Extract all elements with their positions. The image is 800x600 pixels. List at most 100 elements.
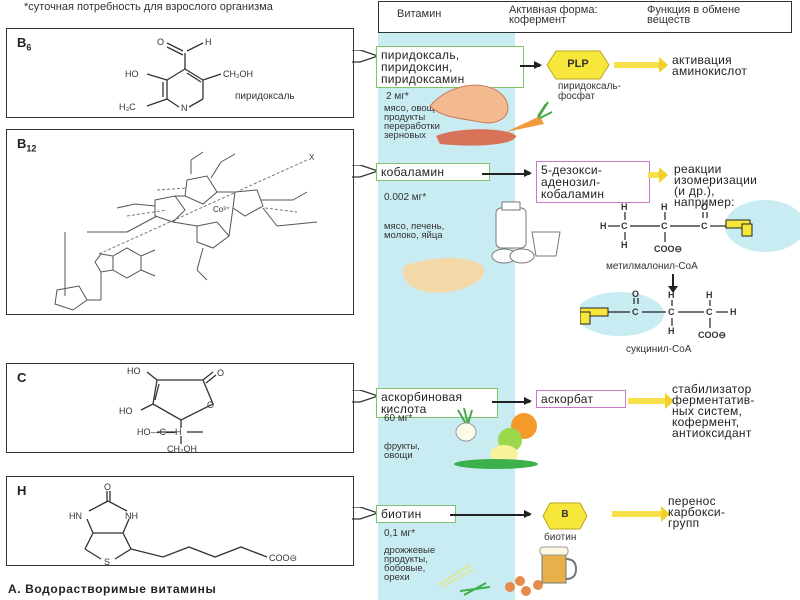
atom-c: C xyxy=(661,221,668,231)
coenzyme-caption-b6: пиридоксаль-фосфат xyxy=(558,81,621,102)
atom-h: H xyxy=(661,202,668,212)
panel-label-h: H xyxy=(17,483,27,498)
sources-c: фрукты,овощи xyxy=(384,441,420,461)
atom-h: H xyxy=(668,290,675,300)
coenzyme-caption-h: биотин xyxy=(544,532,577,543)
arrow-c-to-coenzyme xyxy=(492,398,532,404)
example-to-label: сукцинил-СоА xyxy=(626,344,692,355)
plp-badge xyxy=(546,50,610,80)
ring-oxygen: O xyxy=(207,400,214,410)
atom-h: H xyxy=(621,202,628,212)
panel-label-b12: B12 xyxy=(17,136,37,154)
methylmalonyl-coa-structure: H H C H H C O C COO⊖ xyxy=(600,200,800,254)
atom-h: H xyxy=(600,221,607,231)
atom-nh: NH xyxy=(125,511,138,521)
vitamin-form: кобаламин xyxy=(381,165,445,179)
header-function: Функция в обмене веществ xyxy=(647,4,741,26)
atom-s: S xyxy=(104,557,110,565)
vitamin-form: аскорбиновая xyxy=(381,390,463,404)
daily-dose-b12: 0.002 мг* xyxy=(384,192,427,203)
ligand-x: X xyxy=(309,153,315,162)
atom-h: H xyxy=(730,307,737,317)
biotin-structure: O HN NH S COO⊖ xyxy=(69,482,297,565)
structure-panel-c: C HO O HO O HO—C—H CH₂OH xyxy=(6,363,354,453)
sources-b12: мясо, печень,молоко, яйца xyxy=(384,221,445,241)
arrow-h-to-coenzyme xyxy=(450,511,532,517)
atom-o: O xyxy=(217,368,224,378)
atom-n: N xyxy=(181,103,188,113)
coenzyme-box-b12: 5-дезокси-аденозил-кобаламин xyxy=(536,161,650,203)
atom-ho: HO xyxy=(119,406,133,416)
vitamin-box-c: аскорбиновая кислота xyxy=(376,388,498,418)
succinyl-coa-structure: O C H C H H C H COO⊖ xyxy=(580,290,737,340)
atom-h: H xyxy=(706,290,713,300)
atom-ch2oh: CH₂OH xyxy=(223,69,253,79)
reaction-arrow xyxy=(672,274,674,288)
atom-hn: HN xyxy=(69,511,82,521)
atom-c: C xyxy=(632,307,639,317)
vitamin-form: пиридоксамин xyxy=(381,72,465,86)
yellow-arrow-b6 xyxy=(614,57,668,73)
atom-c: C xyxy=(701,221,708,231)
vitamin-column-background xyxy=(378,28,515,600)
daily-dose-h: 0,1 мг* xyxy=(384,528,416,539)
arrow-b12-to-coenzyme xyxy=(482,170,532,176)
structure-panel-b6: B6 O H HO CH₂OH H₃C N пиридоксаль xyxy=(6,28,354,118)
atom-h: H xyxy=(621,240,628,250)
vitamin-form: кислота xyxy=(381,402,427,416)
figure-title: А. Водорастворимые витамины xyxy=(8,582,217,596)
food-illustration-c xyxy=(454,408,538,469)
yellow-arrow-c xyxy=(628,393,674,409)
atom-ch2oh: CH₂OH xyxy=(167,444,197,452)
daily-dose-c: 60 мг* xyxy=(384,413,413,424)
coenzyme-badge-label-b6: PLP xyxy=(567,58,589,70)
vitamin-box-b12: кобаламин xyxy=(376,163,490,181)
atom-c: C xyxy=(706,307,713,317)
carboxylate: COO⊖ xyxy=(698,330,726,340)
atom-o: O xyxy=(701,202,708,212)
vitamin-form: пиридоксин, xyxy=(381,60,453,74)
atom-h3c: H₃C xyxy=(119,102,136,112)
daily-dose-b6: 2 мг* xyxy=(386,91,409,102)
structure-panel-b12: B12 Co³⁺ xyxy=(6,129,354,315)
carboxylate: COO⊖ xyxy=(269,553,297,563)
table-header: Витамин Активная форма: кофермент Функци… xyxy=(378,1,792,33)
atom-c: C xyxy=(621,221,628,231)
cobalamin-structure: Co³⁺ X xyxy=(54,151,318,311)
ascorbic-acid-structure: HO O HO O HO—C—H CH₂OH xyxy=(119,366,224,452)
carboxylate: COO⊖ xyxy=(654,244,682,254)
header-vitamin: Витамин xyxy=(397,8,442,20)
structure-name: пиридоксаль xyxy=(235,91,295,102)
atom-ho: HO xyxy=(125,69,139,79)
header-active-form: Активная форма: кофермент xyxy=(509,4,598,26)
food-illustration-b6 xyxy=(429,84,553,146)
pyridoxal-structure: O H HO CH₂OH H₃C N пиридоксаль xyxy=(119,37,295,113)
arrow-b6-to-coenzyme xyxy=(520,62,542,68)
atom-ho: HO xyxy=(127,366,141,376)
atom-o: O xyxy=(104,482,111,492)
atom-o: O xyxy=(632,290,639,299)
vitamin-box-b6: пиридоксаль, пиридоксин, пиридоксамин xyxy=(376,46,524,88)
coenzyme-box-c: аскорбат xyxy=(536,390,626,408)
biotin-badge xyxy=(542,502,588,530)
yellow-arrow-h xyxy=(612,506,670,522)
footnote: *суточная потребность для взрослого орга… xyxy=(24,1,273,13)
atom-h: H xyxy=(668,326,675,336)
yellow-arrow-b12 xyxy=(648,167,668,183)
food-illustration-b12 xyxy=(402,201,561,293)
vitamin-box-h: биотин xyxy=(376,505,456,523)
hydroxy-carbon: HO—C—H xyxy=(137,427,182,437)
food-illustration-h xyxy=(437,546,578,596)
structure-panel-h: H O HN NH S COO⊖ xyxy=(6,476,354,566)
coenzyme-badge-label-h: B xyxy=(561,509,569,520)
example-from-label: метилмалонил-СоА xyxy=(606,261,698,272)
atom-c: C xyxy=(668,307,675,317)
atom-h: H xyxy=(205,37,212,47)
vitamin-form: пиридоксаль, xyxy=(381,48,460,62)
